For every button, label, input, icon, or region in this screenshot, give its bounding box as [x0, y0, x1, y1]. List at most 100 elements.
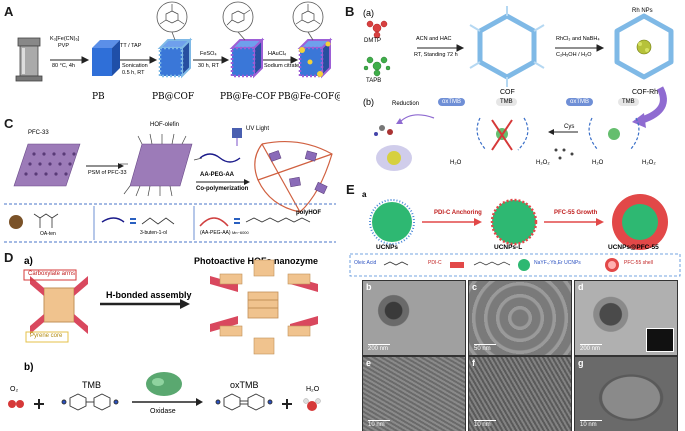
rh-condition-2: C₂H₅OH / H₂O [556, 52, 592, 58]
hof-olefin-label: HOF-olefin [150, 122, 180, 128]
oleic-acid-legend-icon [383, 261, 409, 266]
step4-reagent: HAuCl₄ [268, 51, 287, 57]
step2-conditions: Sonication 0.5 h, RT [122, 63, 148, 77]
catalytic-cycle-left [476, 117, 529, 151]
product-pb-cof: PB@COF [152, 92, 195, 102]
cys-molecule [554, 148, 574, 160]
tem-g-scalebar: 10 nm [580, 420, 602, 428]
step1-additive: PVP [58, 43, 70, 49]
ucnp-sphere [369, 199, 415, 245]
oxtmb-molecule-icon [215, 393, 273, 411]
tem-b-label: b [366, 282, 372, 292]
uv-light-icon [232, 128, 242, 146]
transition-arrow [640, 86, 667, 124]
legend-ucnp: NaYF₄:Yb,Er UCNPs [534, 260, 581, 266]
panel-c-scheme [4, 128, 336, 243]
step4-reductant: Sodium citrate [264, 63, 300, 69]
o2-molecule-icon [8, 400, 24, 408]
ucnp-pfc55-sphere [612, 194, 668, 250]
tem-image-e: e 10 nm [362, 356, 466, 431]
pdi-c-legend-icon [450, 261, 511, 268]
panel-b-label: B [345, 4, 355, 19]
tem-d-label: d [578, 282, 584, 292]
tmb-molecule-icon [61, 393, 119, 411]
pyrene-label: Pyrene core [30, 333, 63, 339]
cys-label: Cys [564, 124, 575, 130]
panel-d-scheme [8, 259, 321, 411]
rh-nps-label: Rh NPs [632, 8, 653, 14]
panel-d-sub-b: b) [24, 362, 34, 373]
tem-d-scalebar: 200 nm [580, 344, 602, 352]
copolymerization-label: Co-polymerization [196, 186, 249, 192]
tem-b-scalebar: 200 nm [368, 344, 390, 352]
tem-g-label: g [578, 358, 584, 368]
cof-framework [477, 13, 537, 80]
saed-pattern-inset [646, 328, 674, 352]
oxidase-enzyme-icon [146, 372, 182, 396]
product-pb: PB [92, 92, 105, 102]
polyhof-label: polyHOF [296, 210, 321, 216]
oxidase-label: Oxidase [150, 408, 176, 415]
product-cof-rh: COF-Rh [632, 89, 659, 96]
tmb-label: TMB [82, 380, 101, 390]
polyhof-network [254, 140, 333, 213]
catalytic-cycle-right [588, 117, 640, 151]
pfc55-shell-legend-icon [605, 258, 619, 272]
tem-c-scalebar: 50 nm [474, 344, 496, 352]
panel-a: A [0, 0, 340, 112]
peg-chain [199, 153, 241, 163]
panel-e-label: E [346, 182, 355, 197]
pdi-c-anchoring-label: PDI-C Anchoring [434, 210, 482, 216]
step1-reagent: K₃[Fe(CN)₆] [50, 36, 80, 42]
tem-c-label: c [472, 282, 478, 292]
panel-e-sub-a: a [362, 190, 367, 199]
panel-b-scheme [363, 6, 674, 171]
cof-condition-2: RT, Standing 72 h [414, 52, 458, 58]
uv-label: UV Light [246, 126, 270, 132]
polymer-label: (AA-PEG-AA) Mn~6000 [200, 230, 249, 236]
h2o2-left: H₂O₂ [536, 160, 550, 166]
tem-e-scalebar: 10 nm [368, 420, 390, 428]
ucnps-pfc55-label: UCNPs@PFC-55 [608, 244, 659, 251]
pb-cube [92, 40, 120, 76]
monomer-tapb: TAPB [366, 78, 382, 84]
rh-nanoparticles-icon [636, 39, 652, 55]
panel-b-sub-a: (a) [363, 8, 374, 18]
ucnps-label: UCNPs [376, 244, 399, 251]
oxtmb-label: oxTMB [230, 380, 259, 390]
step2-reagent: TT / TAP [120, 43, 142, 49]
step3-time: 30 h, RT [198, 63, 219, 69]
peg-polymer-legend-icon [199, 217, 311, 227]
reduction-label: Reduction [392, 101, 420, 107]
oxtmb-badge-right: oxTMB [566, 98, 594, 106]
assembly-label: H-bonded assembly [106, 290, 192, 300]
tmb-badge-left: TMB [496, 98, 517, 106]
product-pb-fe-cof: PB@Fe-COF [220, 92, 277, 102]
pfc33-label: PFC-33 [28, 130, 49, 136]
panel-a-scheme [15, 1, 333, 82]
water-molecule-icon [303, 398, 321, 411]
butenol-label: 3-buten-1-ol [140, 230, 167, 236]
tem-e-label: e [366, 358, 372, 368]
pyrene-core-icon [30, 276, 88, 334]
o2-label: O₂ [10, 386, 19, 393]
tem-image-f: f 10 nm [468, 356, 572, 431]
legend-pfc55-shell: PFC-55 shell [624, 260, 653, 266]
pb-fe-cof-au-cube [297, 37, 333, 79]
reduced-complex-icon [374, 125, 393, 136]
panel-c: C [0, 114, 340, 244]
monomer-dmtp: DMTP [364, 38, 381, 44]
ucnps-l-label: UCNPs-L [494, 244, 523, 251]
h2o-label: H₂O [306, 386, 320, 393]
ucnp-legend-icon [518, 259, 530, 271]
legend-oleic-acid: Oleic Acid [354, 260, 377, 266]
autoclave-icon [15, 37, 43, 82]
panel-d-label: D [4, 250, 14, 265]
panel-c-label: C [4, 116, 14, 131]
tmb-badge-right: TMB [618, 98, 639, 106]
butenol-legend-icon [101, 217, 175, 225]
legend-box [349, 253, 681, 277]
panel-e: E a PDI-C Anchoring PFC-55 Growth [342, 180, 685, 431]
hof-assembly-icon [210, 259, 318, 355]
cof-rh-blob-icon [376, 145, 412, 171]
